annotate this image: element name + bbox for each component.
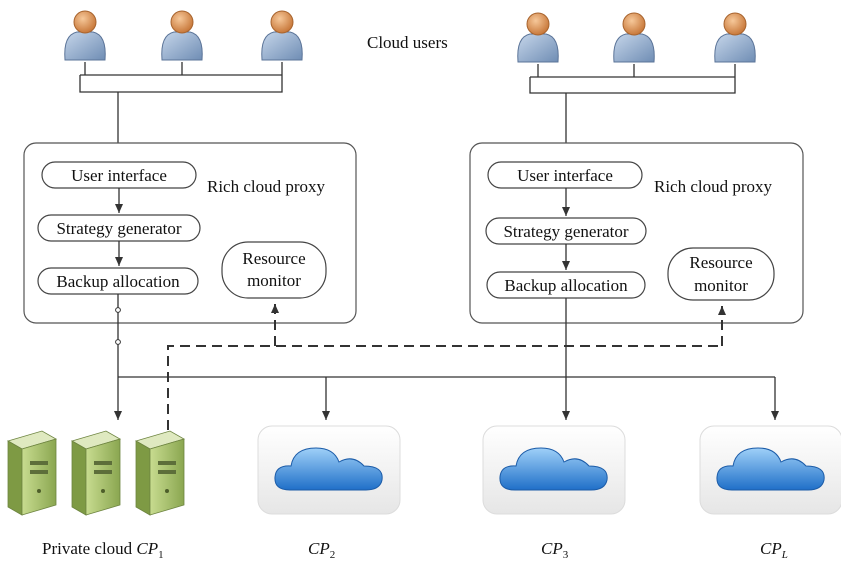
- distribution-lines: [114, 294, 779, 420]
- monitoring-lines: [167, 304, 726, 430]
- user-icon: [64, 10, 106, 61]
- cloud-icon: [257, 425, 401, 515]
- server-icon: [6, 430, 58, 516]
- resource-monitor-line2: monitor: [694, 276, 748, 295]
- user-interface-box: [487, 161, 643, 189]
- strategy-generator-label: Strategy generator: [503, 222, 628, 241]
- resource-monitor-line1: Resource: [689, 253, 752, 272]
- cloud-icon: [482, 425, 626, 515]
- resource-monitor-box: [221, 241, 327, 299]
- cloud-icon: [699, 425, 841, 515]
- user-icon: [161, 10, 203, 61]
- server-icon: [70, 430, 122, 516]
- user-interface-label: User interface: [71, 166, 167, 185]
- cloud-users-label: Cloud users: [367, 33, 448, 52]
- user-interface-label: User interface: [517, 166, 613, 185]
- backup-allocation-label: Backup allocation: [504, 276, 628, 295]
- user-icon: [613, 12, 655, 63]
- cp3-label: CP3: [541, 539, 569, 561]
- proxy-title: Rich cloud proxy: [207, 177, 326, 196]
- backup-allocation-label: Backup allocation: [56, 272, 180, 291]
- resource-monitor-box: [667, 247, 775, 301]
- user-icon: [714, 12, 756, 63]
- cpl-label: CPL: [760, 539, 788, 561]
- user-icon: [261, 10, 303, 61]
- resource-monitor-line1: Resource: [242, 249, 305, 268]
- resource-monitor-line2: monitor: [247, 271, 301, 290]
- server-icon: [134, 430, 186, 516]
- proxy-title: Rich cloud proxy: [654, 177, 773, 196]
- private-cloud-label: Private cloud CP1: [42, 539, 164, 561]
- user-icon: [517, 12, 559, 63]
- strategy-generator-label: Strategy generator: [56, 219, 181, 238]
- cp2-label: CP2: [308, 539, 335, 561]
